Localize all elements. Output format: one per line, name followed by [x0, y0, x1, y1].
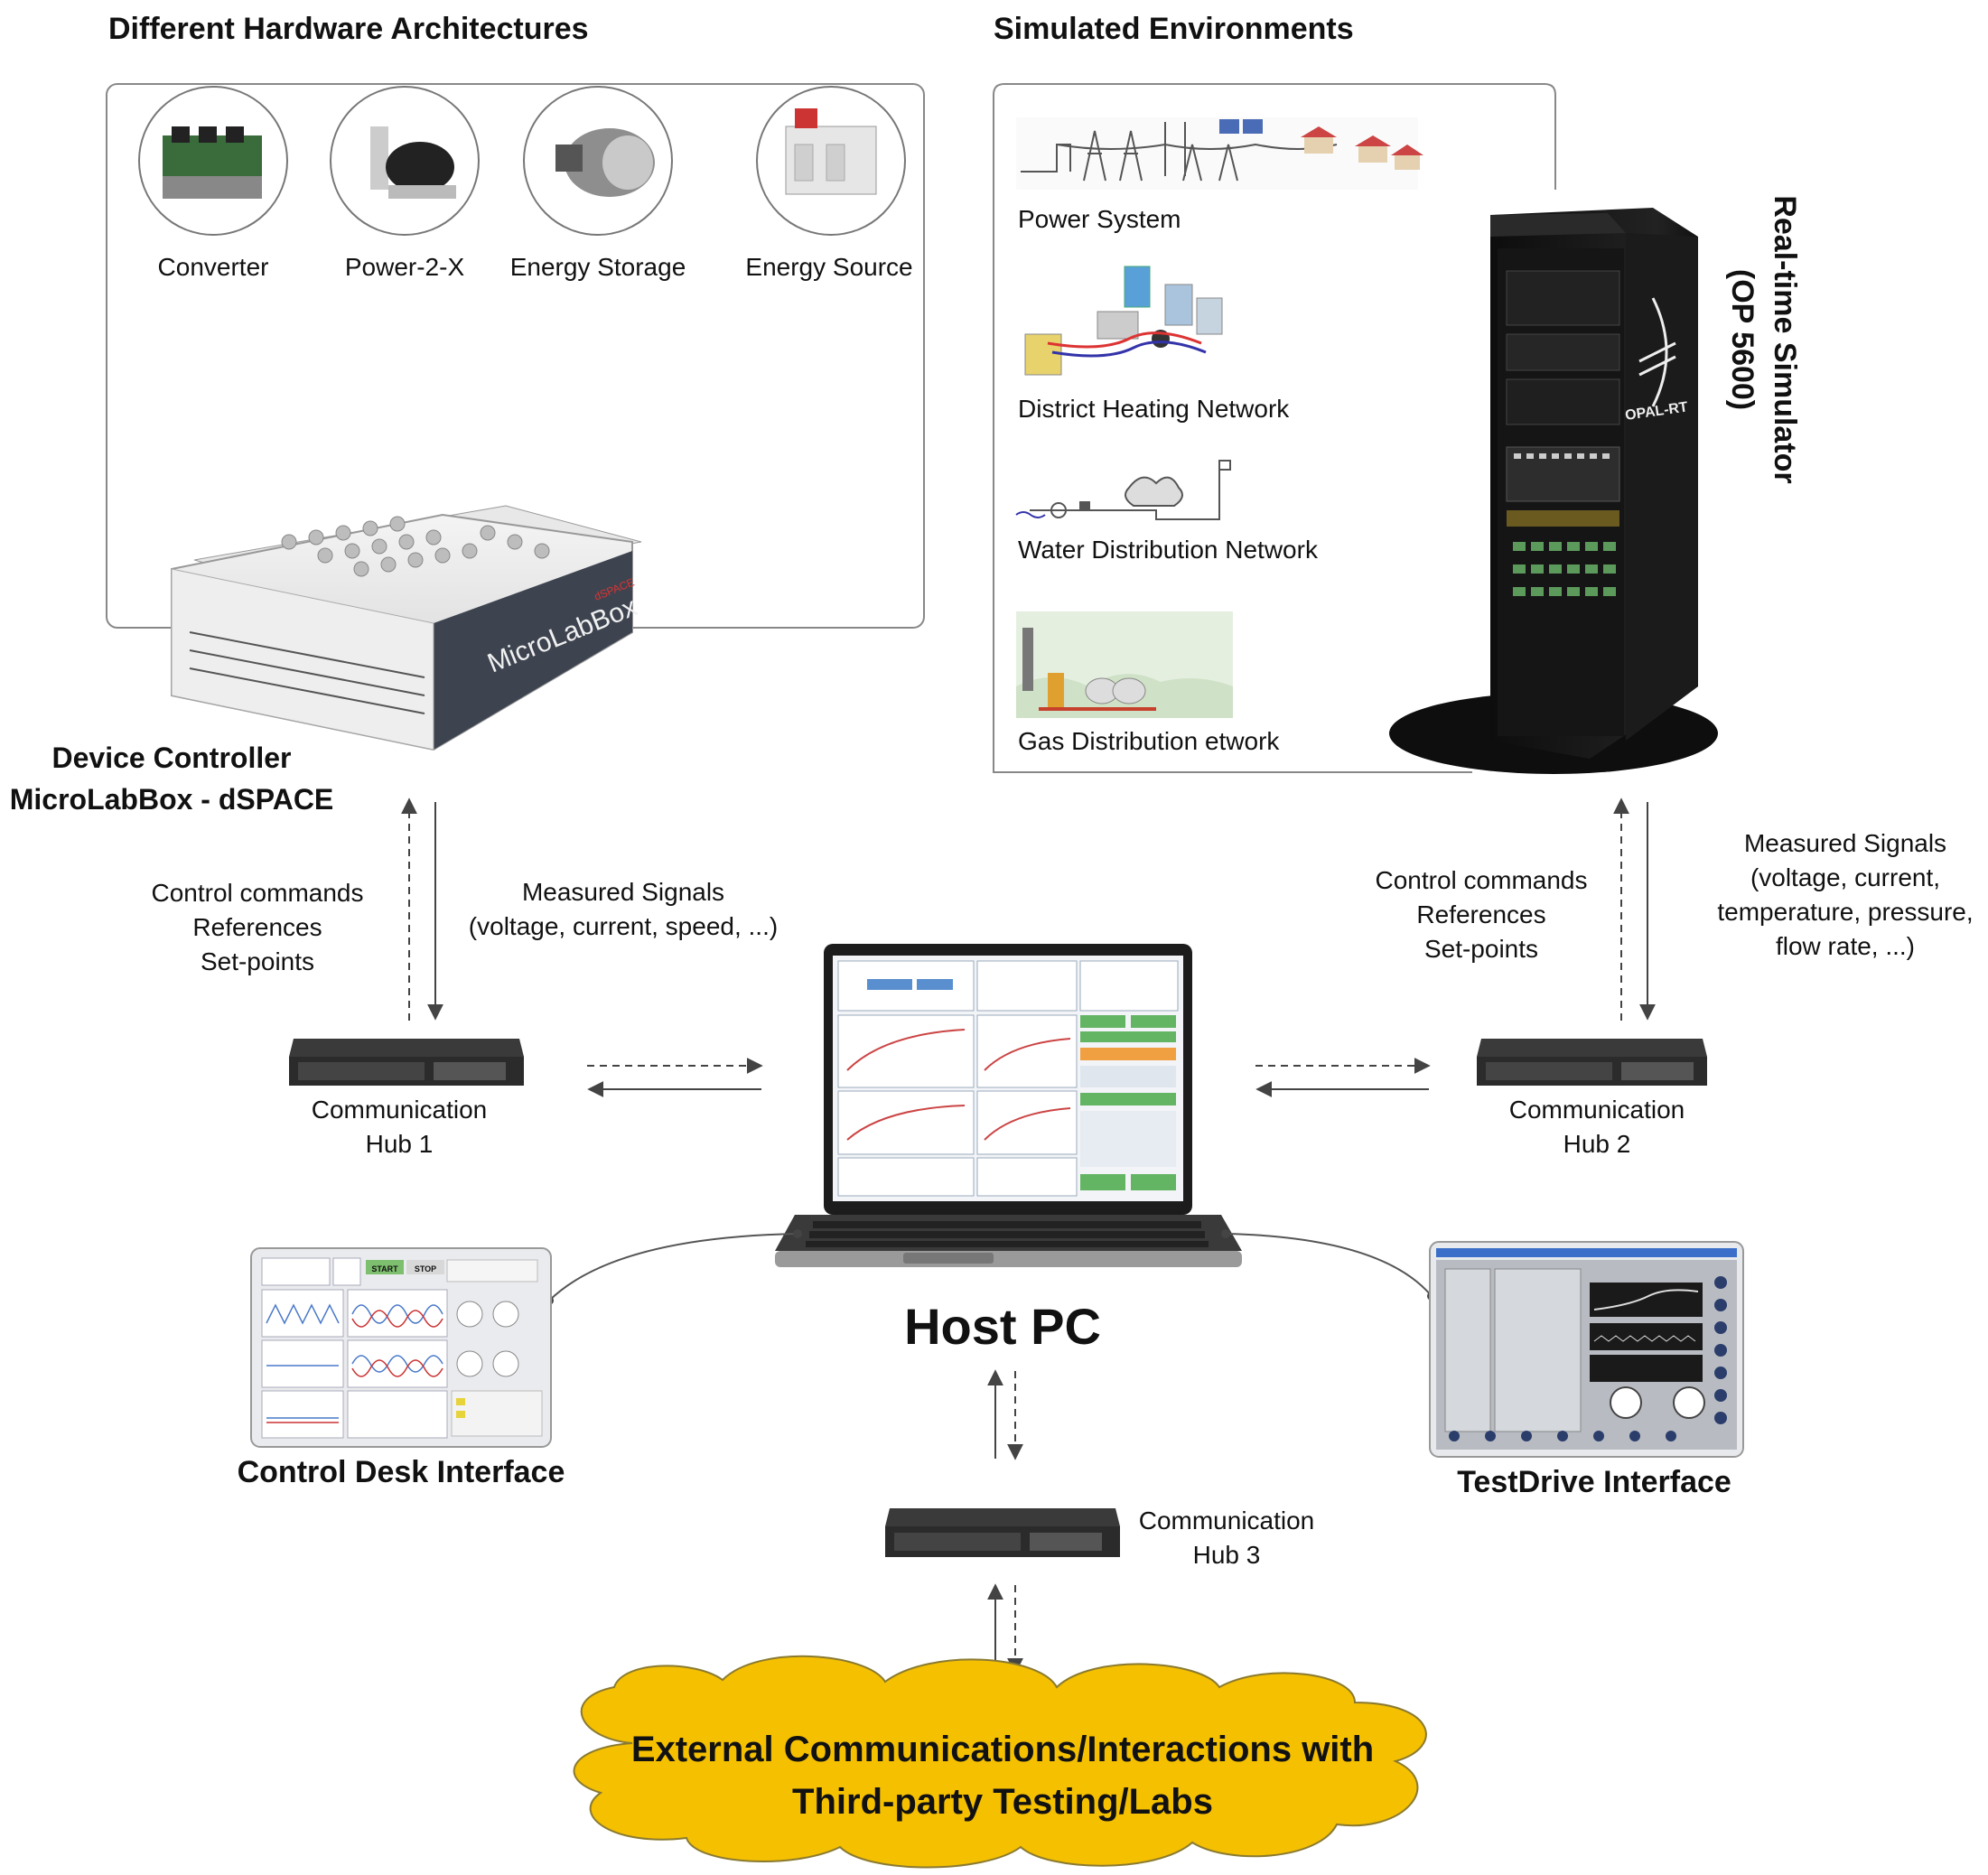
- power-2-x-icon: [330, 86, 480, 236]
- testdrive-label: TestDrive Interface: [1457, 1465, 1731, 1499]
- communication-hub-1-icon: [289, 1039, 524, 1086]
- district-heating-icon: [1024, 266, 1223, 376]
- right-measured-line-3: temperature, pressure,: [1717, 898, 1973, 926]
- communication-hub-3-icon: [885, 1508, 1120, 1557]
- device-controller-title: Device Controller: [52, 742, 292, 774]
- control-desk-label: Control Desk Interface: [238, 1455, 565, 1489]
- hub2-label-line-2: Hub 2: [1563, 1130, 1631, 1158]
- environment-gas-distribution: Gas Distribution etwork: [1018, 727, 1280, 755]
- control-desk-stop-button: STOP: [415, 1264, 436, 1273]
- right-commands-line-1: Control commands: [1376, 866, 1588, 894]
- converter-icon: [138, 86, 288, 236]
- hub3-label-line-2: Hub 3: [1193, 1541, 1261, 1569]
- right-measured-line-4: flow rate, ...): [1776, 932, 1915, 960]
- microlabbox-device: MicroLabBox dSPACE: [171, 505, 642, 751]
- left-commands-line-1: Control commands: [152, 879, 364, 907]
- device-controller-subtitle: MicroLabBox - dSPACE: [10, 783, 334, 816]
- external-label-line-2: Third-party Testing/Labs: [792, 1782, 1213, 1822]
- external-label-line-1: External Communications/Interactions wit…: [631, 1730, 1374, 1769]
- right-measured-line-1: Measured Signals: [1744, 829, 1946, 857]
- hub1-label-line-2: Hub 1: [366, 1130, 434, 1158]
- gas-distribution-icon: [1016, 611, 1233, 718]
- hardware-item-power-2-x: Power-2-X: [345, 253, 465, 281]
- left-commands-line-3: Set-points: [201, 947, 314, 975]
- link-host-to-testdrive: [1225, 1233, 1433, 1297]
- host-pc-label: Host PC: [904, 1298, 1101, 1355]
- hub3-label-line-1: Communication: [1139, 1507, 1315, 1535]
- hub2-label-line-1: Communication: [1509, 1096, 1685, 1124]
- testdrive-screenshot: [1429, 1241, 1744, 1458]
- control-desk-screenshot: START STOP: [250, 1247, 552, 1448]
- external-cloud-shape: [573, 1655, 1427, 1869]
- right-measured-line-2: (voltage, current,: [1750, 863, 1940, 891]
- right-commands-line-3: Set-points: [1424, 935, 1538, 963]
- power-system-icon: [1016, 117, 1423, 190]
- hardware-item-energy-storage: Energy Storage: [510, 253, 686, 281]
- left-measured-line-1: Measured Signals: [522, 878, 724, 906]
- host-pc-laptop: [775, 944, 1242, 1267]
- hardware-item-energy-source: Energy Source: [745, 253, 912, 281]
- hardware-item-converter: Converter: [158, 253, 269, 281]
- simulator-title: Real-time Simulator: [1768, 195, 1802, 483]
- energy-source-icon: [756, 86, 906, 236]
- opal-rt-rack: OPAL-RT: [1389, 208, 1718, 774]
- communication-hub-2-icon: [1477, 1039, 1707, 1086]
- environment-district-heating: District Heating Network: [1018, 395, 1290, 423]
- energy-storage-icon: [523, 86, 673, 236]
- environment-water-distribution: Water Distribution Network: [1018, 536, 1319, 564]
- hardware-section-title: Different Hardware Architectures: [108, 12, 589, 46]
- right-commands-line-2: References: [1416, 900, 1545, 928]
- environment-power-system: Power System: [1018, 205, 1181, 233]
- environments-section-title: Simulated Environments: [994, 12, 1354, 46]
- environments-panel: [992, 83, 1556, 773]
- left-measured-line-2: (voltage, current, speed, ...): [469, 912, 778, 940]
- water-distribution-icon: [1015, 460, 1231, 520]
- simulator-subtitle: (OP 5600): [1725, 269, 1759, 410]
- hub1-label-line-1: Communication: [312, 1096, 488, 1124]
- link-host-to-control-desk: [548, 1233, 798, 1301]
- control-desk-start-button: START: [371, 1264, 398, 1273]
- left-commands-line-2: References: [192, 913, 322, 941]
